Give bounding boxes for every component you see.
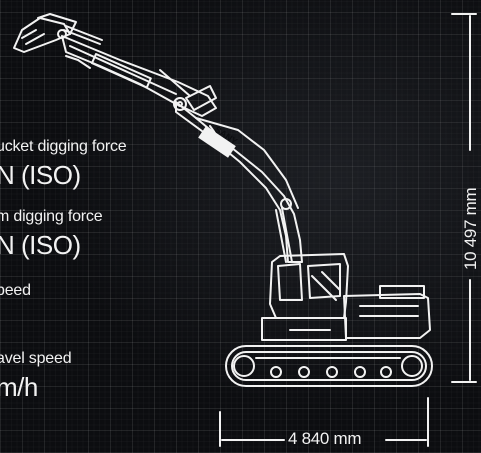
swing-speed-label: peed	[0, 282, 31, 299]
arm	[61, 35, 217, 117]
length-dimension-line	[219, 397, 429, 447]
upper-structure	[261, 253, 431, 341]
tracks	[225, 345, 433, 387]
arm-force-label: m digging force	[0, 208, 103, 225]
boom	[173, 97, 303, 263]
bucket-linkage	[57, 25, 103, 45]
height-dimension-line	[451, 13, 477, 383]
length-dimension: 4 840 mm	[288, 429, 362, 448]
travel-speed-label: avel speed	[0, 350, 72, 367]
arm-force-value: N (ISO)	[0, 230, 81, 260]
bucket-force-label: ucket digging force	[0, 138, 127, 155]
arm-cylinder	[159, 69, 217, 111]
travel-speed-value: m/h	[0, 372, 38, 402]
height-dimension: 10 497 mm	[461, 187, 480, 270]
bucket-force-value: N (ISO)	[0, 160, 81, 190]
